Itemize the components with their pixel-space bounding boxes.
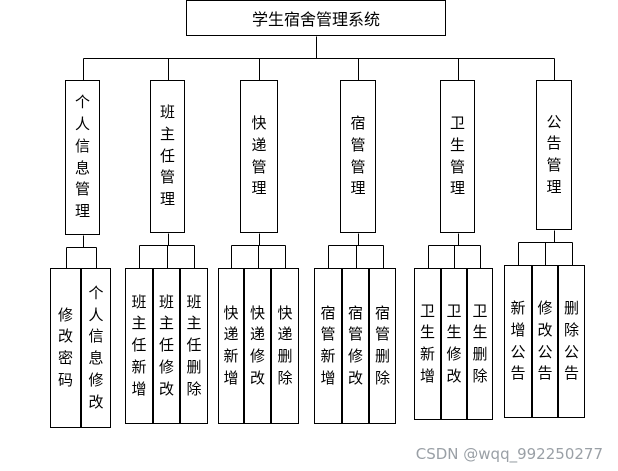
csdn-watermark: CSDN @wqq_992250277 — [415, 445, 603, 463]
leaf-label: 卫生新增 — [419, 301, 435, 385]
leaf-hygiene-add: 卫生新增 — [414, 268, 441, 420]
category-label: 公告管理 — [546, 112, 562, 196]
category-label: 班主任管理 — [159, 103, 175, 209]
category-dorm-admin: 宿管管理 — [340, 80, 376, 233]
leaf-dorm-admin-delete: 宿管删除 — [369, 268, 396, 424]
leaf-edit-personal-info: 个人信息修改 — [81, 268, 111, 428]
leaf-label: 修改公告 — [537, 299, 553, 383]
leaf-label: 班主任删除 — [186, 292, 202, 398]
leaf-label: 个人信息修改 — [88, 283, 104, 411]
leaf-head-teacher-delete: 班主任删除 — [180, 268, 208, 424]
leaf-change-password: 修改密码 — [50, 268, 81, 428]
category-hygiene: 卫生管理 — [440, 80, 475, 233]
leaf-label: 宿管新增 — [320, 303, 336, 387]
leaf-express-edit: 快递修改 — [244, 268, 271, 424]
leaf-label: 修改密码 — [57, 305, 73, 389]
category-personal-info: 个人信息管理 — [65, 80, 100, 235]
leaf-dorm-admin-edit: 宿管修改 — [342, 268, 369, 424]
leaf-label: 快递删除 — [277, 303, 293, 387]
leaf-label: 快递新增 — [223, 303, 239, 387]
root-label: 学生宿舍管理系统 — [251, 10, 380, 29]
leaf-label: 宿管修改 — [347, 303, 363, 387]
leaf-label: 班主任修改 — [158, 292, 174, 398]
leaf-label: 新增公告 — [510, 299, 526, 383]
category-head-teacher: 班主任管理 — [150, 80, 185, 233]
category-label: 快递管理 — [251, 114, 267, 198]
leaf-dorm-admin-add: 宿管新增 — [314, 268, 342, 424]
category-label: 宿管管理 — [350, 114, 366, 198]
leaf-head-teacher-edit: 班主任修改 — [153, 268, 180, 424]
category-label: 卫生管理 — [449, 114, 465, 198]
leaf-label: 卫生删除 — [472, 301, 488, 385]
root-node: 学生宿舍管理系统 — [186, 0, 446, 36]
leaf-label: 删除公告 — [563, 299, 579, 383]
leaf-hygiene-delete: 卫生删除 — [467, 268, 493, 420]
leaf-announcement-add: 新增公告 — [504, 265, 532, 418]
leaf-head-teacher-add: 班主任新增 — [125, 268, 153, 424]
category-label: 个人信息管理 — [74, 93, 90, 220]
leaf-express-delete: 快递删除 — [271, 268, 299, 424]
leaf-label: 班主任新增 — [131, 292, 147, 398]
leaf-label: 卫生修改 — [446, 301, 462, 385]
leaf-express-add: 快递新增 — [218, 268, 244, 424]
leaf-hygiene-edit: 卫生修改 — [441, 268, 467, 420]
leaf-label: 快递修改 — [249, 303, 265, 387]
leaf-announcement-delete: 删除公告 — [558, 265, 585, 418]
category-express: 快递管理 — [240, 80, 278, 233]
leaf-announcement-edit: 修改公告 — [532, 265, 558, 418]
category-announcement: 公告管理 — [536, 80, 572, 230]
leaf-label: 宿管删除 — [374, 303, 390, 387]
